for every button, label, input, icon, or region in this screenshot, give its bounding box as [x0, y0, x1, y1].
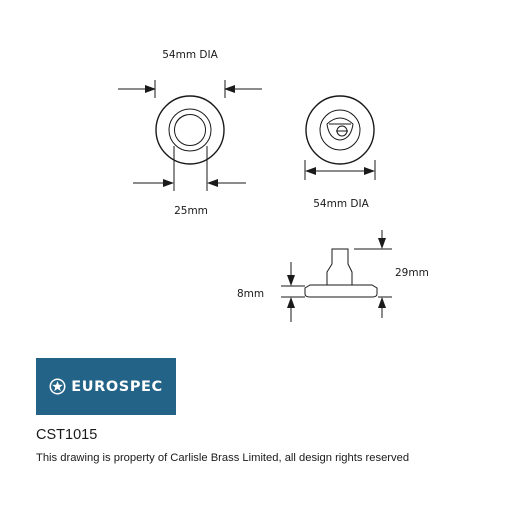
front-inner-dimension — [133, 146, 246, 191]
side-base-label: 8mm — [237, 288, 264, 300]
eurospec-logo: EUROSPEC — [36, 358, 176, 415]
back-view: 54mm DIA — [304, 95, 376, 210]
logo-content: EUROSPEC — [49, 378, 163, 395]
front-width-label: 54mm DIA — [162, 49, 218, 61]
back-rose — [305, 95, 375, 165]
back-width-dimension — [304, 160, 376, 180]
eurospec-emblem-icon — [49, 378, 66, 395]
side-height-label: 29mm — [395, 267, 429, 279]
side-base-dimension — [281, 262, 305, 322]
technical-drawing: 54mm DIA 25mm — [118, 49, 429, 322]
copyright-note: This drawing is property of Carlisle Bra… — [36, 452, 410, 464]
side-view: 29mm 8mm — [237, 230, 429, 322]
side-profile — [304, 248, 378, 298]
brand-name: EUROSPEC — [71, 378, 163, 395]
product-code: CST1015 — [36, 427, 98, 443]
side-height-dimension — [354, 230, 392, 318]
front-view: 54mm DIA 25mm — [118, 49, 262, 217]
back-width-label: 54mm DIA — [313, 198, 369, 210]
front-width-dimension — [118, 80, 262, 98]
front-rose — [155, 95, 225, 165]
front-inner-label: 25mm — [174, 205, 208, 217]
